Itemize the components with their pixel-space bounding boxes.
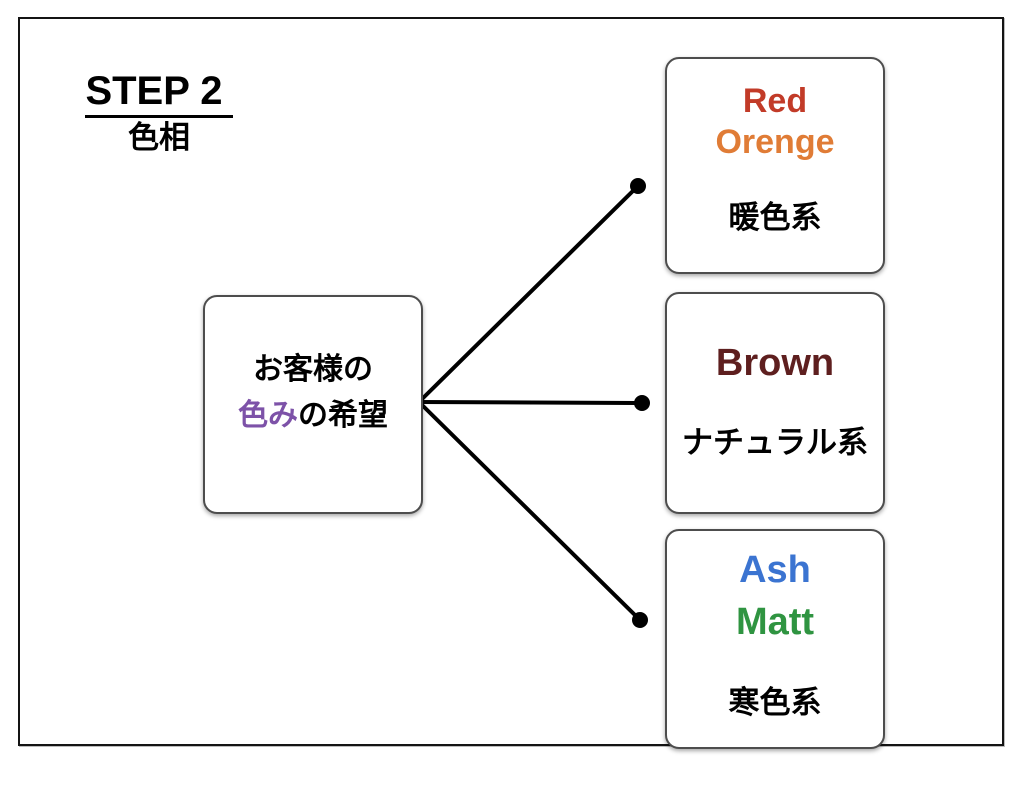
- color-name-red: Red: [742, 82, 808, 120]
- color-name-ash: Ash: [739, 549, 811, 591]
- title-block: STEP 2 色相: [84, 69, 234, 156]
- color-name-orenge: Orenge: [715, 123, 835, 161]
- customer-color-request-text: お客様の 色みの希望: [238, 347, 388, 439]
- connector-line-warm: [417, 184, 640, 404]
- step-subtitle: 色相: [128, 120, 190, 155]
- connector-dot-natural: [634, 395, 650, 411]
- branch-natural-label: ナチュラル系: [682, 425, 868, 460]
- branch-warm-english: Red Orenge: [667, 81, 883, 163]
- connector-line-cool: [417, 400, 642, 622]
- branch-natural-english: Brown: [667, 341, 883, 385]
- connector-line-natural: [417, 400, 644, 405]
- slide-frame: STEP 2 色相 お客様の 色みの希望 Red Orenge 暖色系 Brow…: [18, 17, 1004, 749]
- customer-color-request-box: お客様の 色みの希望: [203, 295, 423, 514]
- center-box-accent-word: 色み: [238, 398, 298, 432]
- color-name-matt: Matt: [735, 601, 815, 643]
- step-title: STEP 2: [85, 69, 233, 118]
- branch-box-natural: Brown ナチュラル系: [665, 292, 885, 514]
- center-box-line2-rest: の希望: [298, 398, 388, 432]
- connector-dot-cool: [632, 612, 648, 628]
- branch-box-warm: Red Orenge 暖色系: [665, 57, 885, 274]
- center-box-line1: お客様の: [253, 352, 373, 386]
- connector-dot-warm: [630, 178, 646, 194]
- color-name-brown: Brown: [715, 342, 835, 384]
- branch-box-cool: Ash Matt 寒色系: [665, 529, 885, 749]
- branch-cool-english: Ash Matt: [667, 544, 883, 648]
- branch-cool-label: 寒色系: [728, 685, 822, 720]
- branch-warm-label: 暖色系: [728, 200, 822, 235]
- center-box-line2: 色みの希望: [238, 393, 388, 439]
